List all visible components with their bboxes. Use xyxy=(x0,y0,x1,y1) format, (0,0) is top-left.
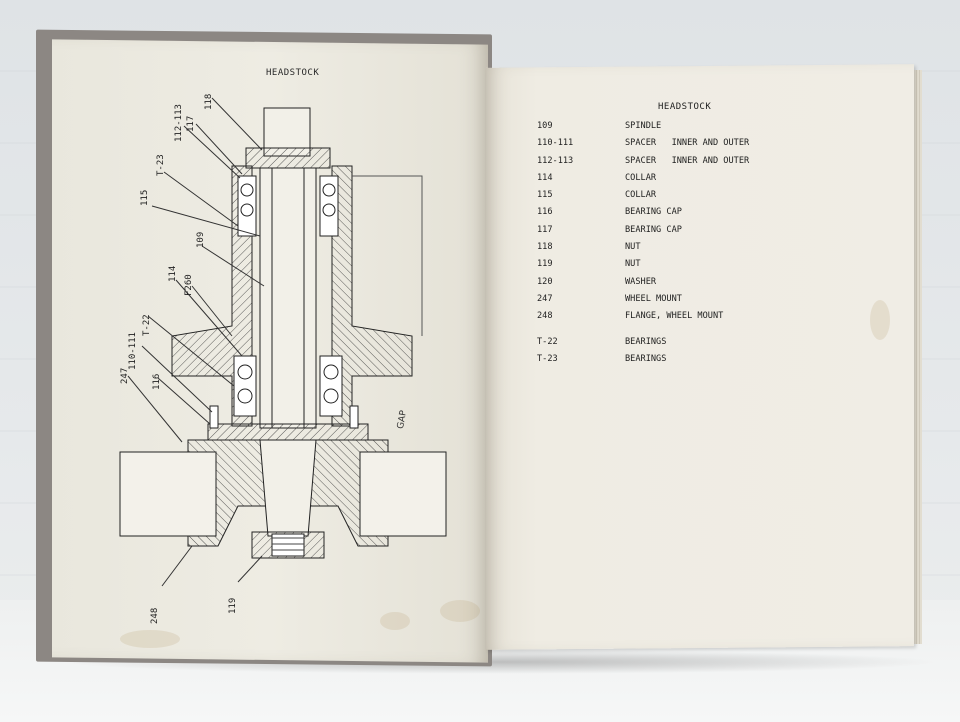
part-description: SPACER INNER AND OUTER xyxy=(625,155,750,166)
list-item: 119 NUT xyxy=(537,259,867,276)
list-item: 109 SPINDLE xyxy=(537,121,867,138)
part-number: 116 xyxy=(537,207,553,218)
part-number: 248 xyxy=(537,311,553,322)
right-page-title: HEADSTOCK xyxy=(658,102,712,112)
list-item: 118 NUT xyxy=(537,242,867,259)
stain xyxy=(380,612,410,630)
stain xyxy=(120,630,180,648)
part-description: NUT xyxy=(625,259,641,270)
callout-112-113: 112-113 xyxy=(174,104,184,142)
part-number: 119 xyxy=(537,259,553,270)
list-item: 116 BEARING CAP xyxy=(537,207,867,224)
part-number: 110-111 xyxy=(537,138,574,149)
part-number: 109 xyxy=(537,121,553,131)
part-number: 115 xyxy=(537,190,553,201)
callout-115: 115 xyxy=(140,189,150,206)
part-number: 112-113 xyxy=(537,155,574,166)
list-item: 112-113 SPACER INNER AND OUTER xyxy=(537,156,867,173)
part-number: 247 xyxy=(537,293,553,304)
callout-247: 247 xyxy=(120,367,130,384)
callout-114: 114 xyxy=(168,265,178,282)
list-item: 110-111 SPACER INNER AND OUTER xyxy=(537,138,867,155)
callout-119: 119 xyxy=(228,597,238,614)
list-item: 117 BEARING CAP xyxy=(537,225,867,242)
part-description: BEARINGS xyxy=(625,336,667,347)
callout-248: 248 xyxy=(150,607,160,624)
part-number: T-22 xyxy=(537,336,558,347)
part-number: 120 xyxy=(537,276,553,287)
part-description: COLLAR xyxy=(625,190,657,201)
part-description: SPACER INNER AND OUTER xyxy=(625,138,750,149)
list-item: 114 COLLAR xyxy=(537,173,867,190)
callout-t-22: T-22 xyxy=(142,314,152,336)
list-item: 120 WASHER xyxy=(537,277,867,294)
part-number: 118 xyxy=(537,242,553,253)
part-description: FLANGE, WHEEL MOUNT xyxy=(625,311,724,322)
list-item: 247 WHEEL MOUNT xyxy=(537,294,867,311)
callout-t-23: T-23 xyxy=(156,154,166,176)
part-number: 117 xyxy=(537,224,553,235)
callout-118: 118 xyxy=(204,93,214,110)
part-number: T-23 xyxy=(537,353,558,364)
part-description: WHEEL MOUNT xyxy=(625,293,682,304)
list-item: T-23 BEARINGS xyxy=(537,354,867,371)
callout-109: 109 xyxy=(196,231,206,248)
list-item: 248 FLANGE, WHEEL MOUNT xyxy=(537,311,867,328)
stain xyxy=(870,300,890,340)
part-description: BEARING CAP xyxy=(625,224,682,235)
callout-116: 116 xyxy=(152,373,162,390)
part-description: COLLAR xyxy=(625,172,657,183)
part-number: 114 xyxy=(537,172,553,183)
part-description: WASHER xyxy=(625,276,657,287)
headstock-drawing xyxy=(119,97,447,587)
callout-110-111: 110-111 xyxy=(128,332,138,370)
stain xyxy=(440,600,480,622)
callout-117: 117 xyxy=(186,115,196,132)
part-description: SPINDLE xyxy=(625,121,662,131)
list-item: T-22 BEARINGS xyxy=(537,337,867,354)
part-description: BEARING CAP xyxy=(625,207,682,218)
callout-f260: F260 xyxy=(184,274,194,296)
part-description: BEARINGS xyxy=(625,353,667,364)
list-item: 115 COLLAR xyxy=(537,190,867,207)
part-description: NUT xyxy=(625,242,641,253)
left-page-title: HEADSTOCK xyxy=(266,68,320,78)
